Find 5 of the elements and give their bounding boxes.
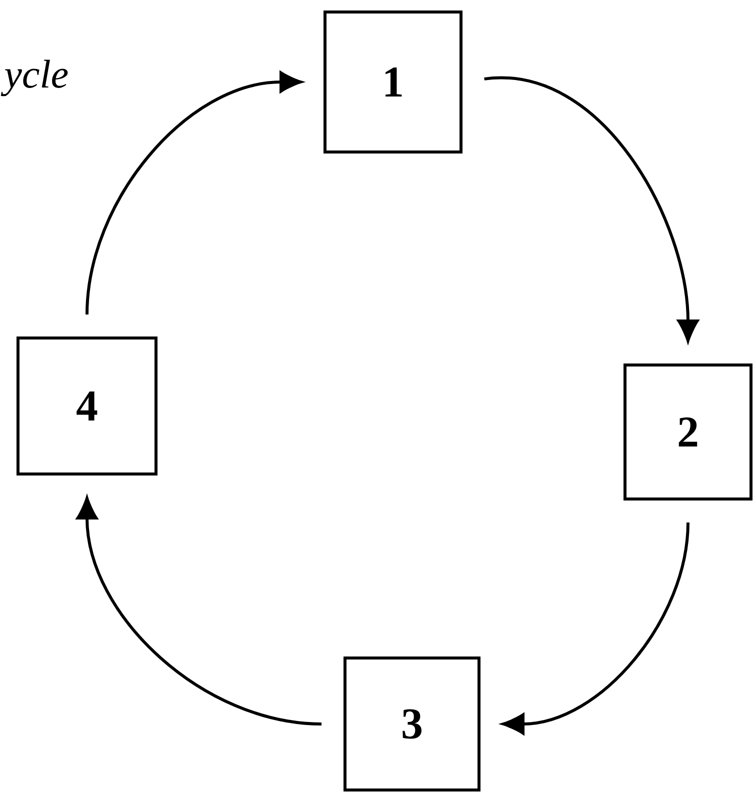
number-box: 3	[344, 656, 480, 792]
title-text: ycle	[0, 60, 68, 96]
number-box: 4	[16, 336, 158, 476]
number-box: 2	[624, 364, 752, 500]
number-box: 1	[324, 10, 462, 154]
